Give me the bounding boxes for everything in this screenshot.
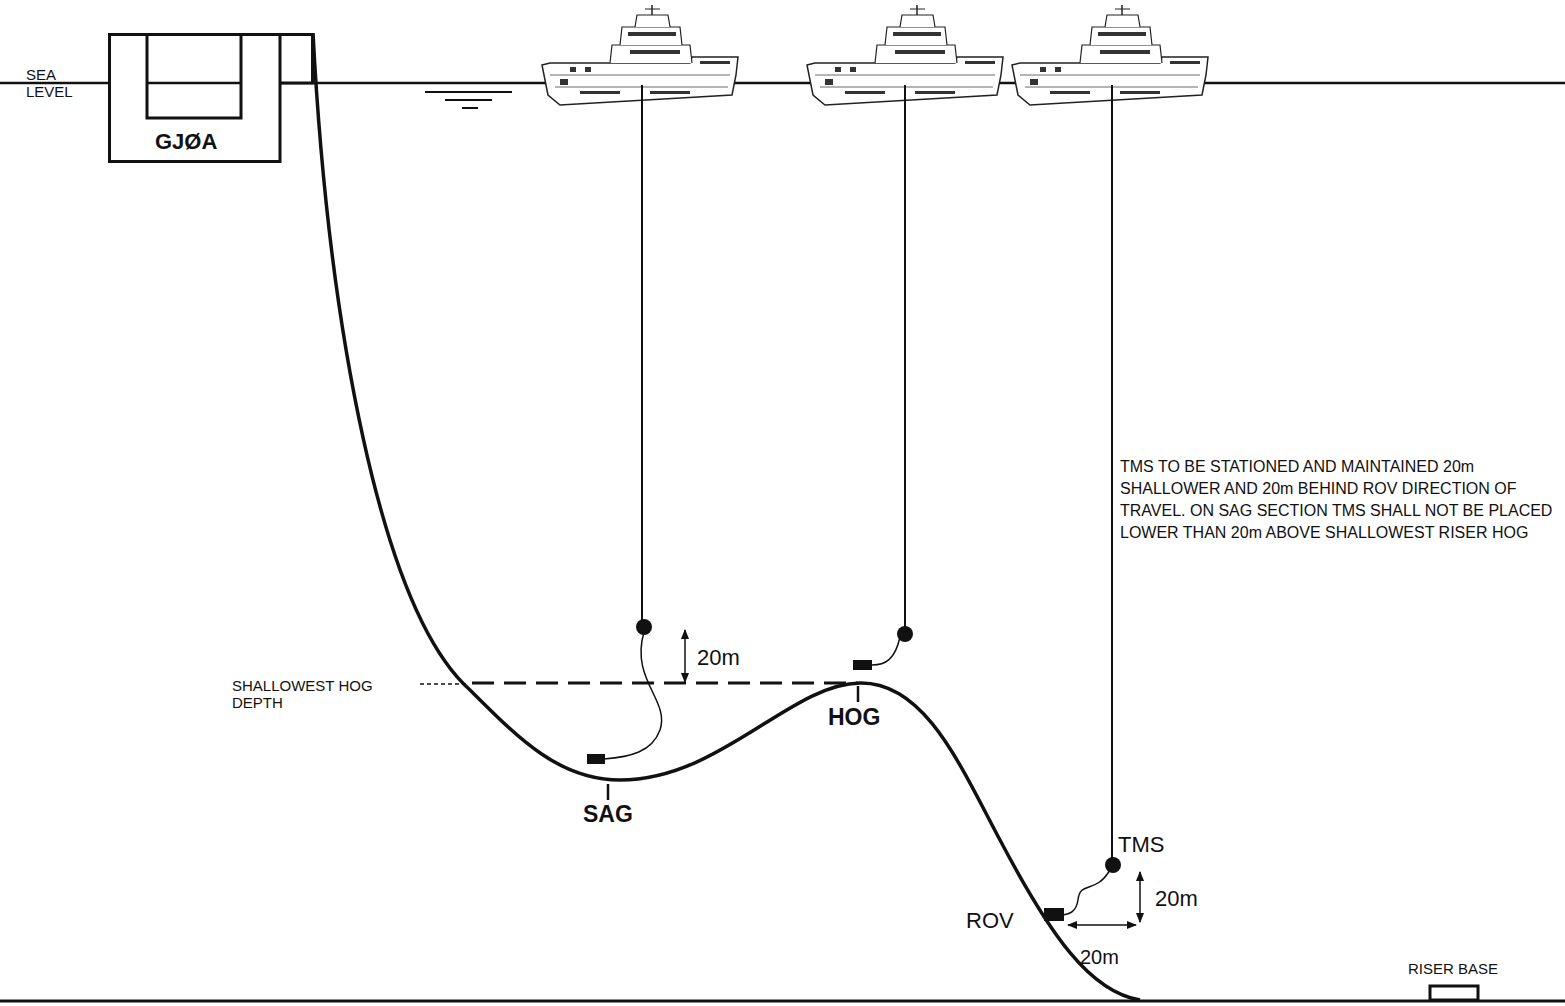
rov-label: ROV [966,908,1014,933]
dimension-label: 20m [1155,886,1198,911]
dimension-label: 20m [697,645,740,670]
hog-depth-label: SHALLOWEST HOG DEPTH [232,677,420,712]
sag-label: SAG [583,801,633,827]
node-text: RISER BASE [1408,960,1498,977]
note-text: TMS TO BE STATIONED AND MAINTAINED 20m S… [1120,456,1560,544]
riser-base: RISER BASE [1400,958,1525,1000]
sea-level-label: SEA LEVEL [26,66,82,101]
platform-box: GJØA [108,33,314,163]
dimension-label: 20m [1080,946,1119,969]
hog-label: HOG [828,704,880,730]
node-text: GJØA [155,129,217,154]
tms-label: TMS [1118,832,1164,857]
